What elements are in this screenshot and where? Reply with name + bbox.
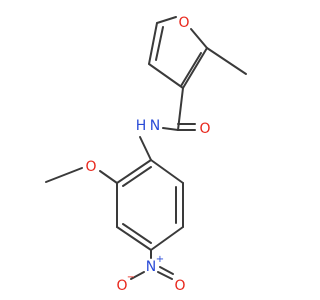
bond-n-aryl — [139, 136, 152, 161]
bond-o1-c2 — [190, 28, 208, 49]
bond-carbonyl-n — [162, 127, 179, 131]
bond-c2-c3 — [182, 47, 208, 89]
bond-lines — [45, 16, 247, 280]
nitro-plus-charge: + — [156, 254, 164, 265]
bond-nitro-n-o-right — [157, 271, 173, 280]
bond-c2-c3-inner — [180, 52, 202, 87]
bond-b4-b5 — [116, 226, 152, 251]
amide-oxygen-label: O — [199, 121, 210, 137]
bond-c4-c5 — [148, 22, 158, 65]
bond-b6-b1-inner — [122, 166, 152, 187]
bond-c2-methyl — [206, 47, 247, 75]
bond-nitro-n-o-right-double — [159, 266, 174, 275]
bond-c5-o1 — [156, 16, 177, 24]
bond-nitro-n-o-left — [130, 271, 145, 280]
bond-c4-c5-inner — [155, 26, 164, 61]
amide-hydrogen-label: H — [136, 118, 147, 134]
bond-c3-c4 — [148, 63, 184, 89]
bond-b6-methoxy-o — [99, 170, 118, 184]
bond-b4-b5-inner — [122, 223, 152, 244]
bond-b1-b2 — [150, 159, 184, 184]
amide-nitrogen-label: N — [150, 118, 160, 134]
nitro-minus-charge: − — [127, 272, 135, 283]
furan-oxygen-label: O — [178, 15, 189, 31]
atom-labels: O O H N O N + O − O — [85, 15, 210, 294]
bond-methoxy-o-methyl — [45, 167, 83, 183]
nitro-oxygen-left-label: O — [116, 278, 127, 294]
methoxy-oxygen-label: O — [85, 159, 96, 175]
molecule-canvas: O O H N O N + O − O — [45, 15, 247, 294]
molecule-structure: O O H N O N + O − O — [45, 15, 247, 294]
bond-b6-b1 — [116, 159, 152, 184]
nitro-nitrogen-label: N — [146, 259, 156, 275]
nitro-oxygen-right-label: O — [174, 278, 185, 294]
bond-b3-b4 — [150, 226, 184, 251]
